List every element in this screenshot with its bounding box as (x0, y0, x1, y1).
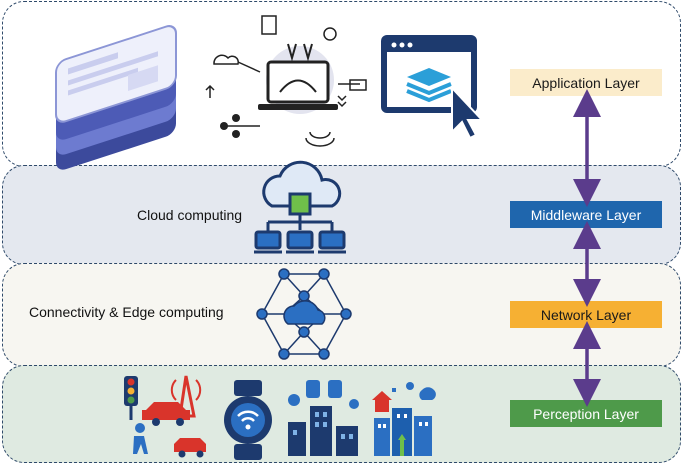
smart-building-icon (372, 382, 436, 456)
cloud-network-icon (254, 160, 346, 254)
iot-laptop-hub-icon (205, 15, 367, 147)
app-window-cursor-icon (381, 35, 485, 140)
application-layer-box: Application Layer (510, 69, 662, 96)
perception-layer-box: Perception Layer (510, 400, 662, 427)
traffic-scene-icon (124, 375, 206, 458)
hexagon-mesh-cloud-icon (256, 268, 352, 360)
connectivity-edge-label: Connectivity & Edge computing (29, 304, 224, 320)
smart-city-icon (288, 380, 359, 456)
cloud-computing-label: Cloud computing (137, 207, 243, 223)
stacked-phones-icon (55, 25, 177, 170)
middleware-layer-box: Middleware Layer (510, 201, 662, 228)
layer-arrows (573, 89, 601, 407)
smartwatch-icon (224, 380, 272, 460)
